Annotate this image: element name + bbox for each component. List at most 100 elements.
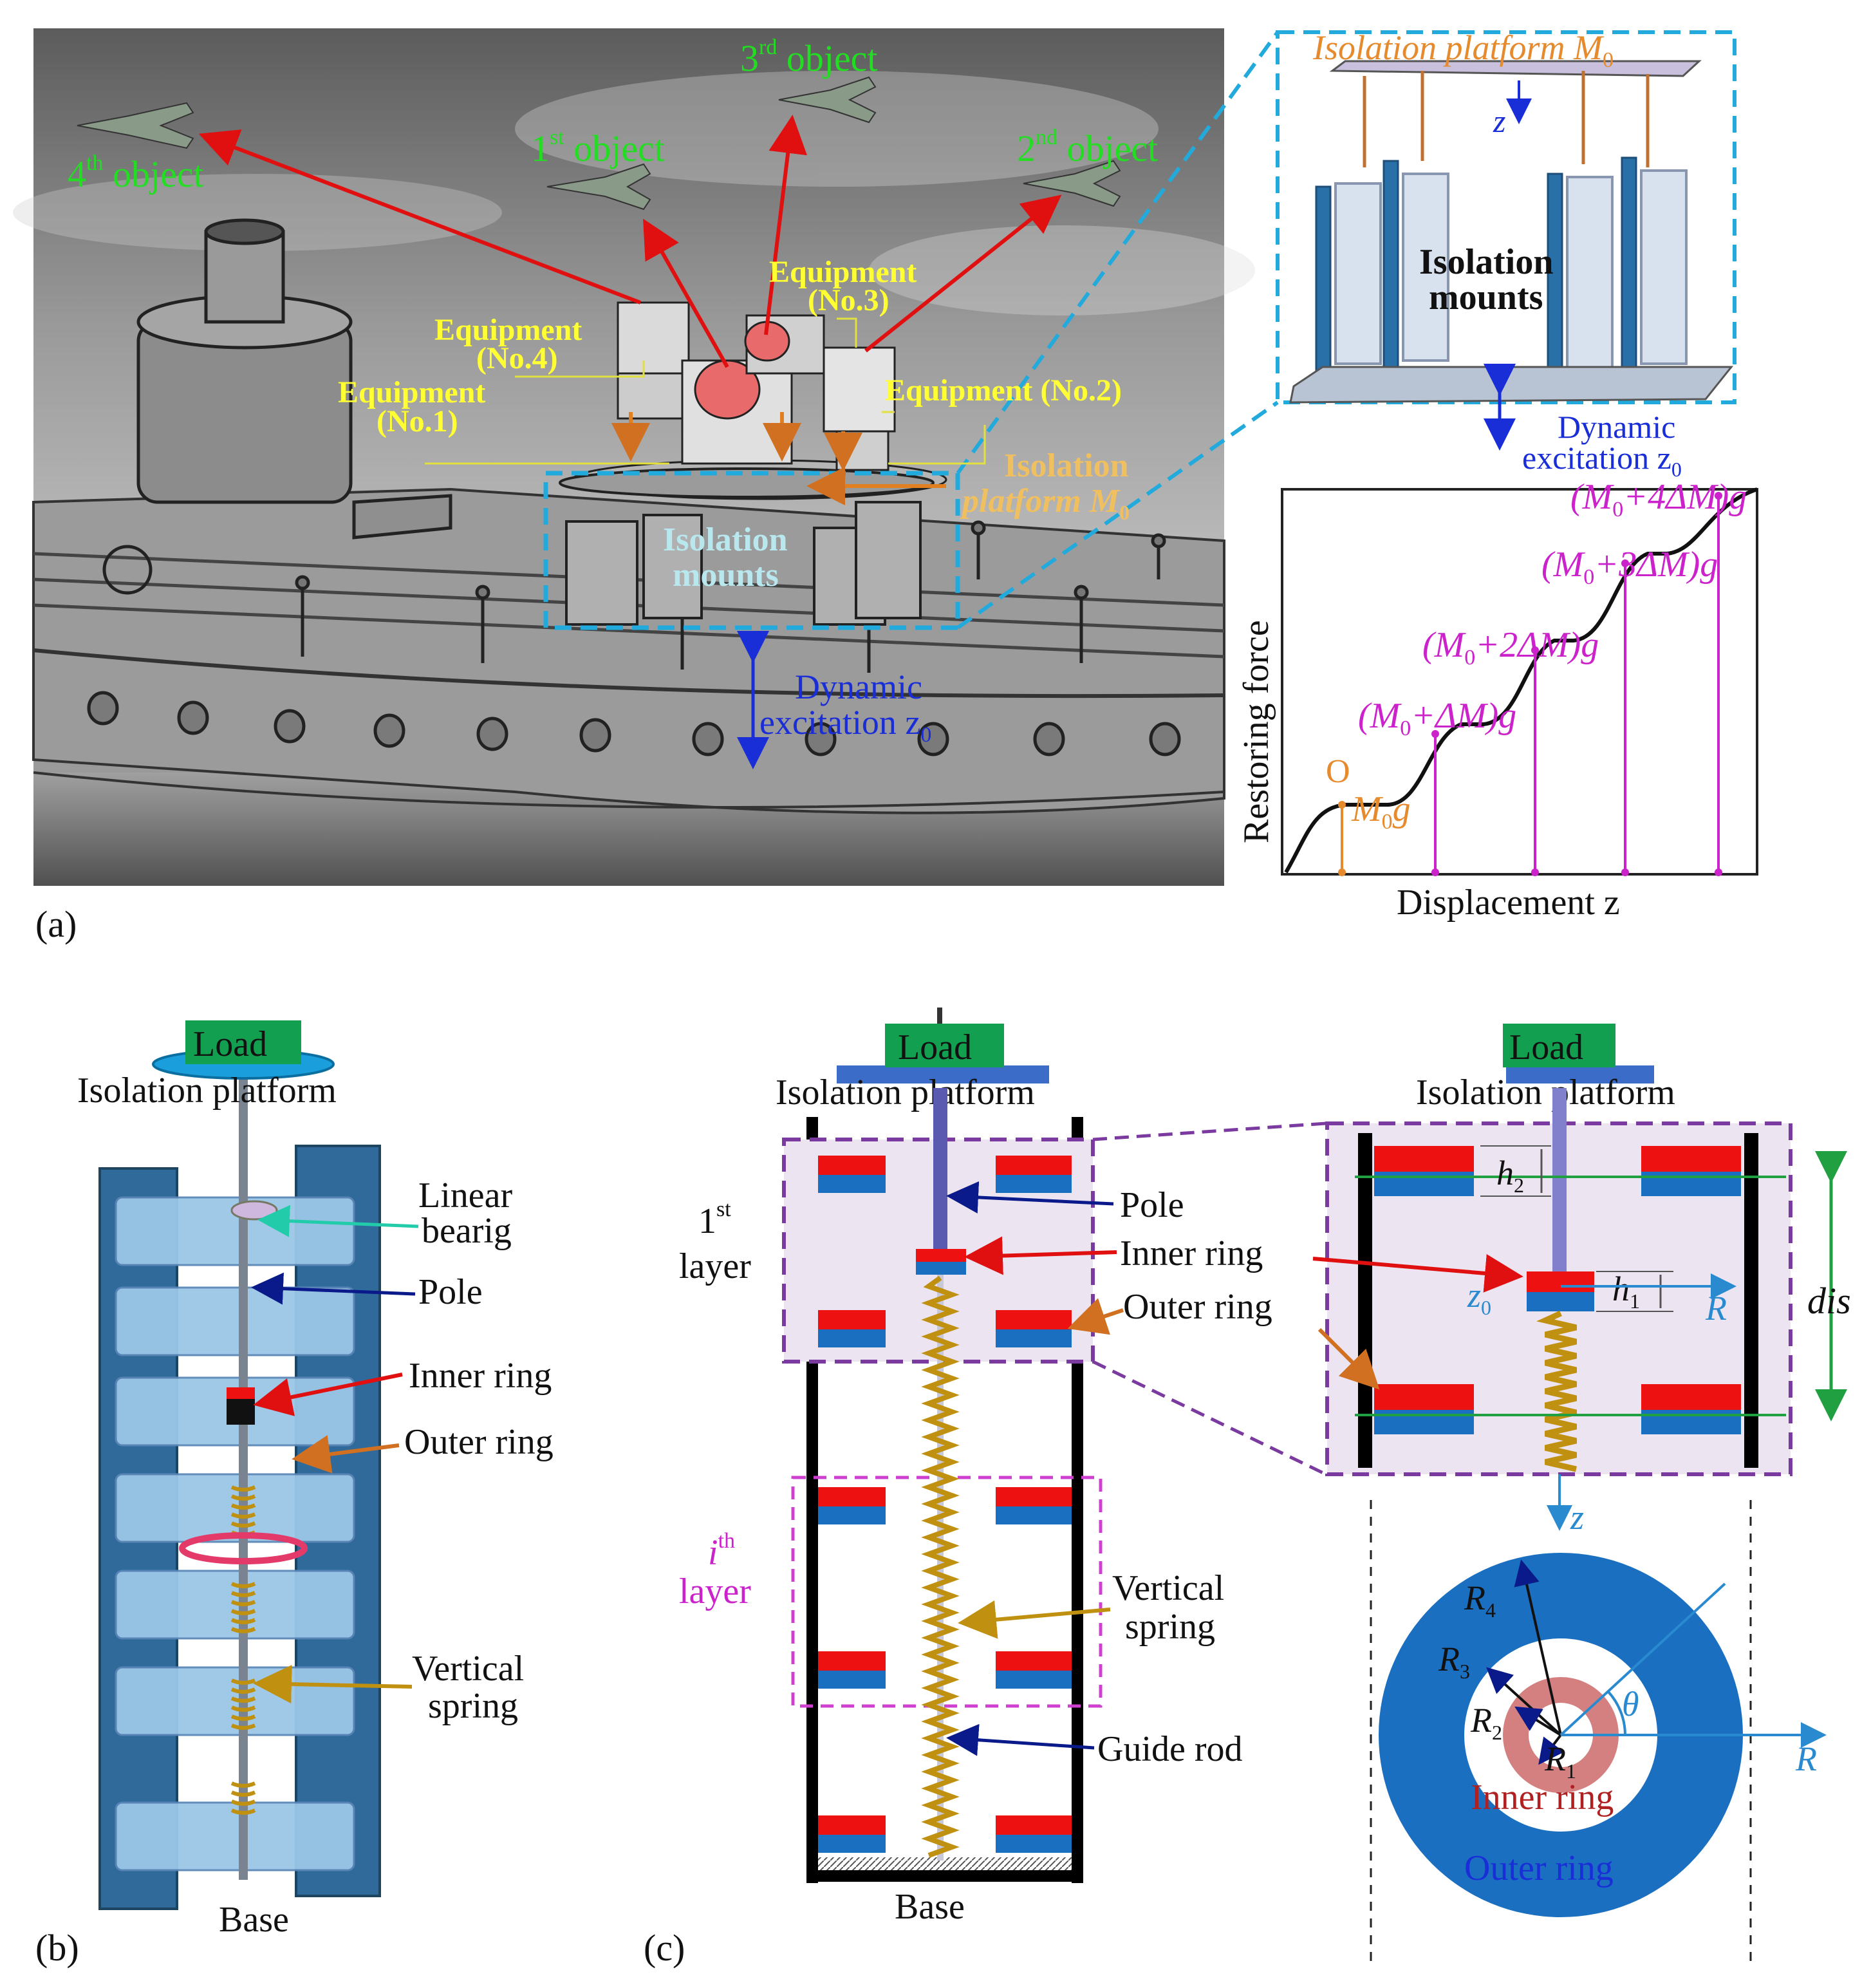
dynamic-label-line2: excitation z0 xyxy=(759,703,931,747)
object-label-4: 4th object xyxy=(68,151,204,195)
equipment-2-label: Equipment (No.2) xyxy=(885,373,1122,408)
inset-z-label: z xyxy=(1493,103,1505,139)
c-load-box xyxy=(885,1024,1004,1067)
c-platform-label: Isolation platform xyxy=(776,1073,1035,1112)
panel-b: Load Isolation platform Linear bearig Po… xyxy=(35,1020,554,1969)
detail-platform-label: Isolation platform xyxy=(1416,1073,1675,1112)
b-linear-label-line1: Linear xyxy=(418,1176,512,1215)
detail-h2-label: h2 xyxy=(1496,1154,1524,1197)
inset-dynamic-line1: Dynamic xyxy=(1558,409,1675,445)
c-pole xyxy=(933,1088,947,1249)
b-spring-label-line2: spring xyxy=(428,1686,518,1726)
ring-R1-label: R1 xyxy=(1544,1739,1576,1783)
svg-text:excitation z0: excitation z0 xyxy=(1522,440,1682,481)
restoring-force-chart: O M0g (M0+ΔM)g (M0+2ΔM)g (M0+3ΔM)g (M0+4… xyxy=(1236,477,1758,923)
equipment-1-label-line2: (No.1) xyxy=(377,404,458,438)
panel-c-column: Load Isolation platform 1st layer ith la… xyxy=(644,1008,1327,1969)
detail-dis-label: dis xyxy=(1807,1280,1851,1322)
b-inner-label: Inner ring xyxy=(409,1356,552,1396)
ring-outer-label: Outer ring xyxy=(1464,1848,1614,1888)
object-labels: 4th object 1st object 3rd object 2nd obj… xyxy=(68,35,1158,195)
isolation-mounts-label-line1: Isolation xyxy=(663,521,788,558)
step-label-0: M0g xyxy=(1351,789,1411,834)
step-label-4: (M0+4ΔM)g xyxy=(1570,477,1747,521)
chart-origin-label: O xyxy=(1326,753,1350,790)
c-base-label: Base xyxy=(895,1887,965,1927)
clouds xyxy=(13,71,1255,315)
dynamic-label-line1: Dynamic xyxy=(795,668,922,706)
equipment-3-label-line2: (No.3) xyxy=(808,283,889,317)
detail-h1-label: h1 xyxy=(1612,1270,1640,1313)
equipment-1-label-line1: Equipment xyxy=(338,375,485,409)
inset-columns xyxy=(1315,156,1637,388)
c-load-label: Load xyxy=(898,1027,972,1067)
step-label-1: (M0+ΔM)g xyxy=(1358,696,1516,740)
b-load-label: Load xyxy=(193,1024,267,1064)
panel-c-detail: Load Isolation platform dis h2 h1 z0 R z xyxy=(1312,1024,1851,1964)
detail-z0-label: z0 xyxy=(1467,1276,1491,1319)
b-springs xyxy=(230,1485,256,1815)
inset-mounts-label-line1: Isolation xyxy=(1419,242,1554,282)
equipment-4-label-line2: (No.4) xyxy=(476,341,558,375)
c-spring-label-line1: Vertical xyxy=(1112,1568,1224,1608)
object-label-2: 2nd object xyxy=(1017,126,1158,169)
equipment-3-label-line1: Equipment xyxy=(769,255,917,289)
b-spring-label-line1: Vertical xyxy=(412,1649,524,1689)
c-first-layer-num: 1st xyxy=(698,1197,731,1241)
inset-platform xyxy=(1329,60,1702,77)
c-outer-label: Outer ring xyxy=(1123,1287,1272,1327)
b-platform-label: Isolation platform xyxy=(77,1071,337,1111)
step-label-2: (M0+2ΔM)g xyxy=(1422,625,1599,670)
deck-isolation-mounts xyxy=(559,467,935,626)
b-load-box xyxy=(185,1020,301,1064)
tracking-arrows xyxy=(198,115,1062,368)
caption-a: (a) xyxy=(35,903,77,945)
c-spring-label-line2: spring xyxy=(1125,1607,1215,1647)
mounts-highlight-box xyxy=(543,471,960,630)
detail-load-label: Load xyxy=(1509,1027,1583,1067)
detail-z-label: z xyxy=(1570,1498,1584,1537)
chart-x-label: Displacement z xyxy=(1397,883,1620,923)
step-label-3: (M0+3ΔM)g xyxy=(1541,545,1718,589)
ring-R-axis-label: R xyxy=(1795,1739,1817,1778)
b-pole-label: Pole xyxy=(418,1272,483,1312)
b-linear-label-line2: bearig xyxy=(422,1211,512,1251)
caption-c: (c) xyxy=(644,1927,685,1969)
detail-load-box xyxy=(1503,1024,1615,1067)
c-first-layer-word: layer xyxy=(679,1246,751,1286)
deckhouse xyxy=(136,218,452,539)
object-label-3: 3rd object xyxy=(740,35,878,79)
ring-R2-label: R2 xyxy=(1470,1701,1502,1744)
b-outer-label: Outer ring xyxy=(404,1422,554,1462)
c-spring xyxy=(921,1275,960,1858)
ring-R4-label: R4 xyxy=(1464,1579,1496,1622)
c-guide-label: Guide rod xyxy=(1097,1729,1243,1769)
equipment-labels: Equipment (No.3) Equipment (No.4) Equipm… xyxy=(338,255,1122,438)
c-inner-label: Inner ring xyxy=(1120,1233,1263,1273)
detail-R-label: R xyxy=(1705,1289,1727,1327)
chart-frame xyxy=(1281,488,1758,876)
ring-inner-label: Inner ring xyxy=(1471,1777,1614,1817)
panel-a: 4th object 1st object 3rd object 2nd obj… xyxy=(13,28,1758,945)
c-ith-layer-word: layer xyxy=(679,1571,751,1611)
c-ith-layer-num: ith xyxy=(708,1529,735,1573)
equipment-4-label-line1: Equipment xyxy=(434,313,582,347)
detail-spring xyxy=(1536,1310,1578,1472)
inset-mounts: Isolation platform M0 z Isolation mounts… xyxy=(1276,28,1736,481)
c-pole-label: Pole xyxy=(1120,1185,1184,1225)
isolation-platform-label-line2: platform M0 xyxy=(960,483,1130,524)
ring-R3-label: R3 xyxy=(1438,1640,1470,1683)
b-base-label: Base xyxy=(219,1900,289,1940)
object-label-1: 1st object xyxy=(531,126,665,169)
aircraft-icons xyxy=(77,76,1121,211)
inset-platform-label: Isolation platform M0 xyxy=(1312,28,1614,72)
c-magnets xyxy=(818,1156,1072,1853)
isolation-platform-label-line1: Isolation xyxy=(1004,447,1129,484)
caption-b: (b) xyxy=(35,1927,79,1969)
inset-mounts-label-line2: mounts xyxy=(1429,277,1543,317)
chart-y-label: Restoring force xyxy=(1236,620,1276,843)
ring-section: R4 R3 R2 R1 θ R Inner ring Outer ring xyxy=(1379,1553,1827,1917)
isolation-mounts-label-line2: mounts xyxy=(673,557,779,594)
ring-theta-label: θ xyxy=(1622,1685,1639,1723)
